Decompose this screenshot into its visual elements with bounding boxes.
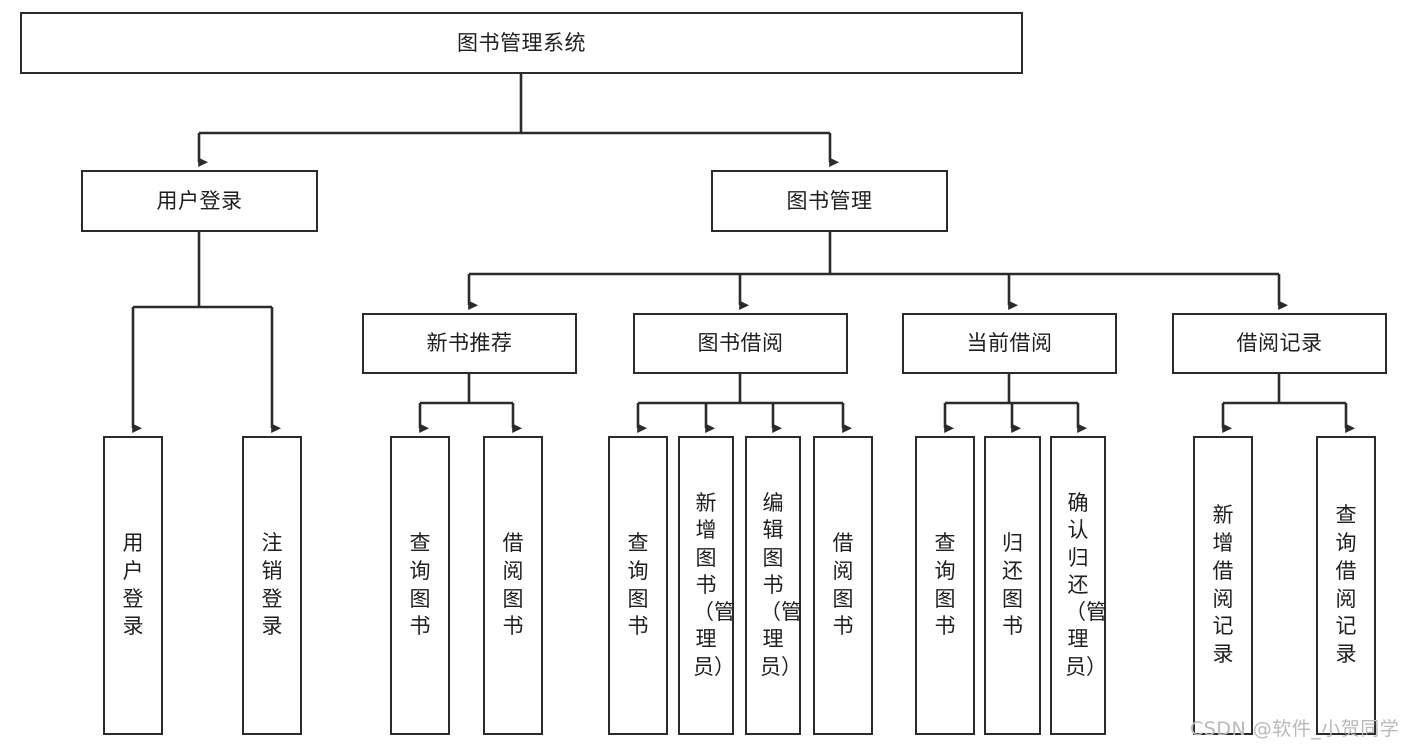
node-leaf-confirm-return[interactable]: 确认归还（管理员） <box>1050 436 1107 735</box>
node-leaf-user-login[interactable]: 用户登录 <box>103 436 163 735</box>
node-leaf-return-book-label: 归还图书 <box>1002 531 1023 639</box>
node-leaf-user-login-label: 用户登录 <box>122 531 144 639</box>
node-root-label: 图书管理系统 <box>457 30 586 55</box>
node-leaf-add-record-label: 新增借阅记录 <box>1212 503 1234 666</box>
node-leaf-query-book-3-label: 查询图书 <box>934 531 956 639</box>
node-leaf-add-book-label: 新增图书（管理员） <box>693 490 735 679</box>
node-leaf-query-book-2[interactable]: 查询图书 <box>608 436 668 735</box>
node-leaf-query-book-2-label: 查询图书 <box>627 531 649 639</box>
node-leaf-user-logout[interactable]: 注销登录 <box>242 436 302 735</box>
node-current-borrow[interactable]: 当前借阅 <box>902 313 1117 374</box>
node-root[interactable]: 图书管理系统 <box>20 12 1023 74</box>
node-book-manage[interactable]: 图书管理 <box>711 170 948 232</box>
node-book-manage-label: 图书管理 <box>786 188 873 213</box>
node-new-book-recommend-label: 新书推荐 <box>426 331 513 356</box>
node-leaf-edit-book[interactable]: 编辑图书（管理员） <box>745 436 802 735</box>
node-leaf-return-book[interactable]: 归还图书 <box>984 436 1041 735</box>
node-borrow-record[interactable]: 借阅记录 <box>1172 313 1387 374</box>
node-user-login[interactable]: 用户登录 <box>81 170 318 232</box>
node-leaf-borrow-book-1[interactable]: 借阅图书 <box>483 436 543 735</box>
node-leaf-borrow-book-2[interactable]: 借阅图书 <box>813 436 873 735</box>
node-leaf-user-logout-label: 注销登录 <box>261 531 283 639</box>
node-user-login-label: 用户登录 <box>156 188 243 213</box>
node-leaf-query-book-1[interactable]: 查询图书 <box>390 436 450 735</box>
csdn-watermark: CSDN @软件_小贺同学 <box>1190 718 1400 740</box>
node-leaf-query-book-1-label: 查询图书 <box>409 531 431 639</box>
node-leaf-borrow-book-2-label: 借阅图书 <box>832 531 854 639</box>
node-leaf-edit-book-label: 编辑图书（管理员） <box>760 490 802 679</box>
node-leaf-query-book-3[interactable]: 查询图书 <box>915 436 975 735</box>
node-leaf-add-record[interactable]: 新增借阅记录 <box>1193 436 1253 735</box>
node-book-borrow[interactable]: 图书借阅 <box>633 313 848 374</box>
node-book-borrow-label: 图书借阅 <box>697 331 784 356</box>
node-leaf-add-book[interactable]: 新增图书（管理员） <box>678 436 735 735</box>
node-borrow-record-label: 借阅记录 <box>1236 331 1323 356</box>
node-new-book-recommend[interactable]: 新书推荐 <box>362 313 577 374</box>
node-leaf-confirm-return-label: 确认归还（管理员） <box>1065 490 1107 679</box>
node-leaf-borrow-book-1-label: 借阅图书 <box>502 531 524 639</box>
node-leaf-query-record[interactable]: 查询借阅记录 <box>1316 436 1376 735</box>
node-leaf-query-record-label: 查询借阅记录 <box>1335 503 1357 666</box>
node-current-borrow-label: 当前借阅 <box>966 331 1053 356</box>
